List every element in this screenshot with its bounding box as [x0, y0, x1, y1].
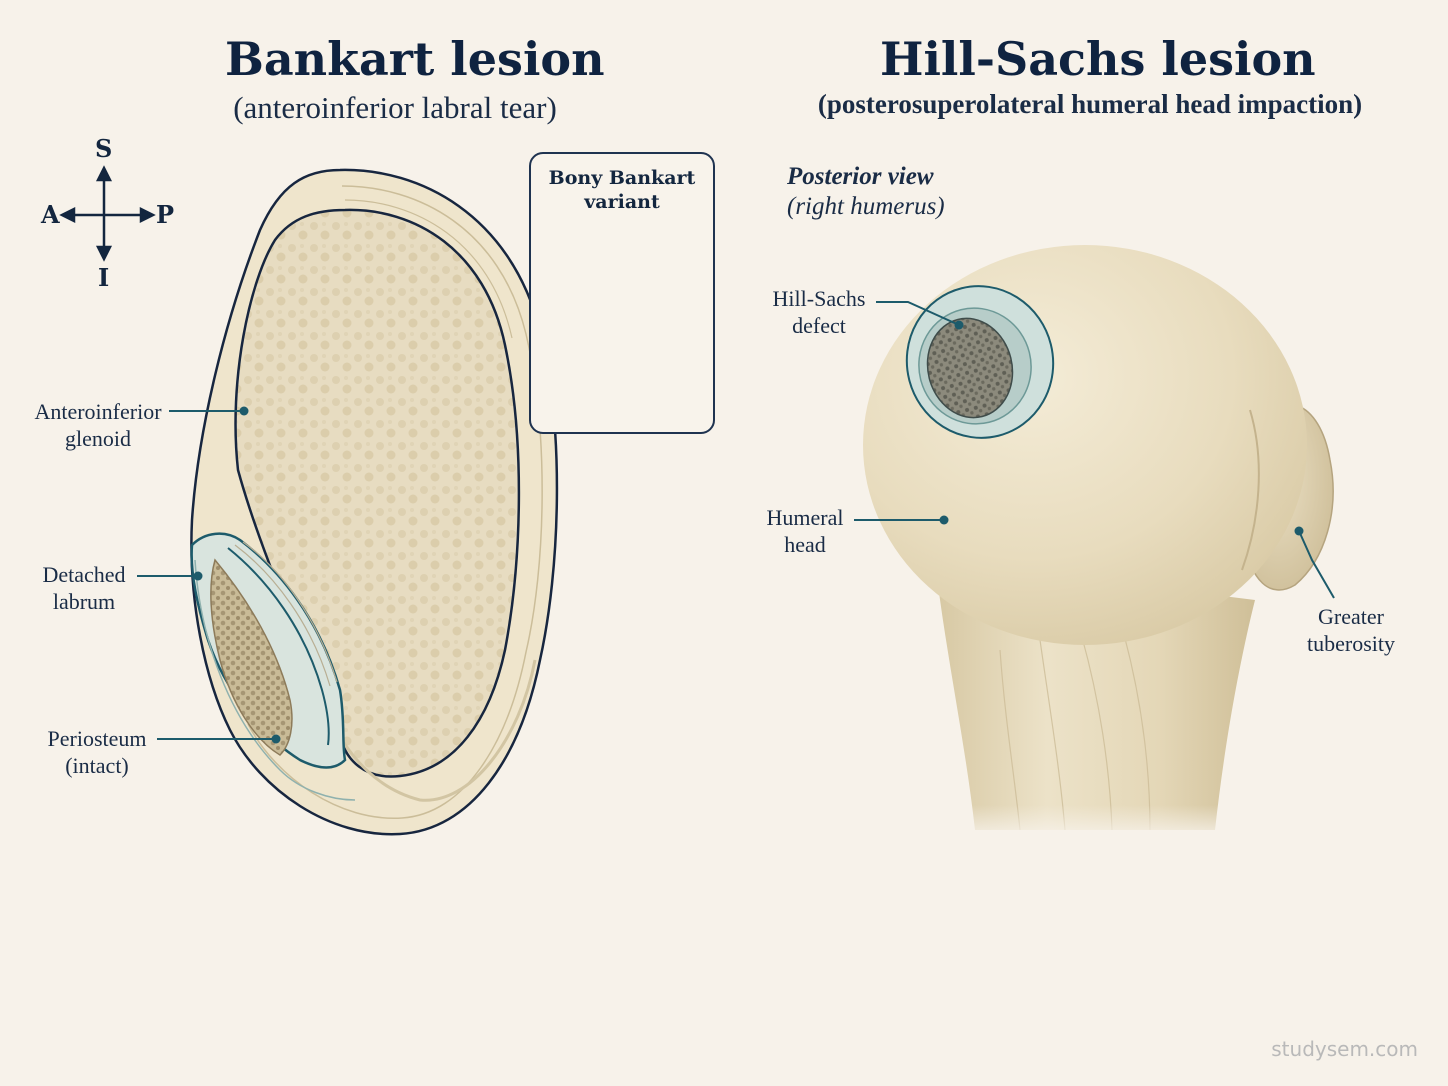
- compass-inferior: I: [98, 263, 110, 292]
- humerus-drawing: [854, 245, 1335, 840]
- glenoid-drawing: [137, 168, 559, 836]
- hillsachs-title: Hill-Sachs lesion: [880, 32, 1316, 86]
- compass-superior: S: [95, 134, 113, 163]
- hillsachs-subtitle: (posterosuperolateral humeral head impac…: [817, 89, 1363, 119]
- view-caption: Posterior view (right humerus): [787, 163, 945, 220]
- orientation-compass: [59, 165, 156, 262]
- label-periosteum: Periosteum(intact): [47, 726, 147, 778]
- bankart-title: Bankart lesion: [225, 32, 605, 86]
- compass-anterior: A: [41, 200, 60, 229]
- compass-posterior: P: [156, 200, 175, 229]
- bankart-subtitle: (anteroinferior labral tear): [233, 90, 557, 125]
- watermark: studysem.com: [1271, 1037, 1418, 1061]
